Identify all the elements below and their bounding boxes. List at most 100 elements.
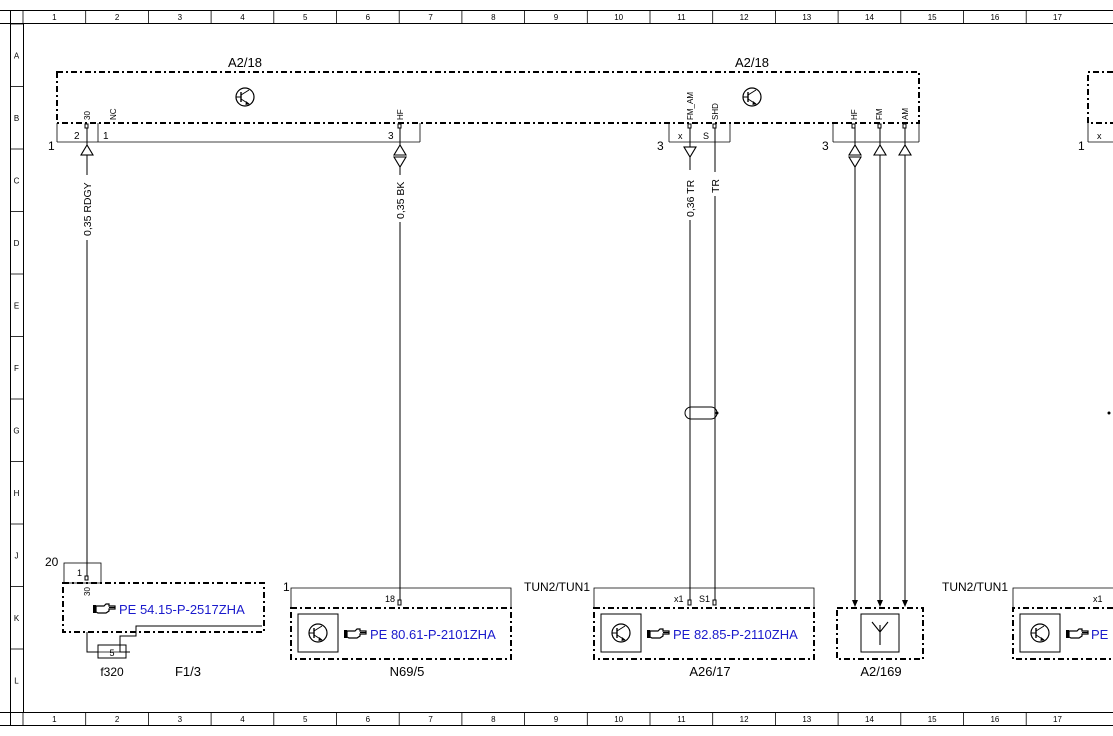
- column-label: 15: [928, 715, 937, 724]
- column-label: 5: [303, 715, 308, 724]
- wire-label-w2: 0,35 BK: [395, 182, 407, 219]
- pin-label-fm-am: FM_AM: [686, 92, 695, 120]
- shield-dot: [715, 411, 719, 415]
- module-a2-18-continued: 1 x: [1078, 71, 1113, 153]
- row-label: E: [14, 301, 19, 310]
- connector-number: 20: [45, 555, 59, 569]
- column-label: 10: [614, 13, 623, 22]
- column-label: 2: [115, 13, 120, 22]
- connector-number: 3: [822, 139, 829, 153]
- column-label: 17: [1053, 13, 1062, 22]
- drawing-frame: [0, 10, 1113, 726]
- pin-number: 1: [103, 131, 109, 142]
- connector-symbols: [80, 143, 912, 169]
- hand-pointer-icon: [92, 603, 116, 614]
- pin-number: 3: [388, 131, 394, 142]
- column-label: 1: [52, 13, 57, 22]
- connector-number: 1: [1078, 139, 1085, 153]
- pin-label-nc: NC: [109, 108, 118, 120]
- junction-dot: [1107, 411, 1111, 415]
- wire-label-w1: 0,35 RDGY: [82, 182, 94, 236]
- service-link[interactable]: PE 54.15-P-2517ZHA: [119, 602, 245, 617]
- column-label: 9: [554, 13, 559, 22]
- column-label: 11: [677, 13, 686, 22]
- row-label: K: [14, 614, 20, 623]
- component-next-tuner: TUN2/TUN1 x1 PE: [942, 580, 1113, 660]
- tuner-label: TUN2/TUN1: [942, 580, 1008, 594]
- pin-label-30: 30: [83, 111, 92, 120]
- column-label: 12: [740, 13, 749, 22]
- pin-stubs: [84, 123, 907, 129]
- service-link[interactable]: PE 82.85-P-2110ZHA: [673, 627, 798, 642]
- component-label: A2/169: [860, 664, 901, 679]
- hand-pointer-icon: [1065, 628, 1089, 639]
- transistor-icon: [308, 623, 328, 643]
- wire-label-w4: TR: [710, 179, 722, 193]
- pin-label-s1: S1: [699, 594, 710, 604]
- column-label: 5: [303, 13, 308, 22]
- wire-arrows: [852, 600, 908, 607]
- column-label: 6: [366, 715, 371, 724]
- component-n69-5: 1 18 PE 80.61-P-2101ZHA N69/5: [283, 580, 512, 679]
- hand-pointer-icon: [343, 628, 367, 639]
- component-label: N69/5: [390, 664, 425, 679]
- module-a2-18: A2/18 A2/18 1 2 1 30 NC 3 HF 3 x S FM_AM…: [48, 55, 920, 153]
- module-label-left: A2/18: [228, 55, 262, 70]
- component-label: A26/17: [689, 664, 730, 679]
- pin-label-hf: HF: [396, 109, 405, 120]
- column-label: 16: [990, 715, 999, 724]
- column-label: 3: [178, 715, 183, 724]
- column-label: 8: [491, 715, 496, 724]
- column-label: 3: [178, 13, 183, 22]
- transistor-icon: [611, 623, 631, 643]
- service-link[interactable]: PE: [1091, 627, 1109, 642]
- row-label: H: [14, 489, 20, 498]
- column-label: 4: [240, 715, 245, 724]
- tuner-label: TUN2/TUN1: [524, 580, 590, 594]
- antenna-icon: [871, 621, 889, 645]
- connector-number: 1: [283, 580, 290, 594]
- row-label: A: [14, 51, 20, 60]
- column-label: 8: [491, 13, 496, 22]
- column-label: 4: [240, 13, 245, 22]
- column-label: 13: [802, 715, 811, 724]
- service-link[interactable]: PE 80.61-P-2101ZHA: [370, 627, 496, 642]
- transistor-icon: [742, 87, 762, 107]
- column-label: 15: [928, 13, 937, 22]
- column-label: 16: [990, 13, 999, 22]
- component-a2-169: A2/169: [836, 607, 924, 679]
- transistor-icon: [235, 87, 255, 107]
- component-a26-17: TUN2/TUN1 x1 S1 PE 82.85-P-2110ZHA A26/1…: [524, 580, 815, 679]
- column-label: 6: [366, 13, 371, 22]
- fuse-value: 5: [109, 648, 114, 658]
- component-label: F1/3: [175, 664, 201, 679]
- column-label: 14: [865, 13, 874, 22]
- column-label: 13: [802, 13, 811, 22]
- pin-label-30: 30: [83, 587, 92, 596]
- pin-number: 2: [74, 131, 80, 142]
- pin-letter: x: [1097, 131, 1102, 141]
- column-label: 10: [614, 715, 623, 724]
- column-label: 9: [554, 715, 559, 724]
- connector-number: 1: [48, 139, 55, 153]
- fuse-label: f320: [100, 665, 124, 679]
- pin-number: 18: [385, 594, 395, 604]
- connector-number: 3: [657, 139, 664, 153]
- pin-label-am: AM: [901, 108, 910, 120]
- wire-label-w3: 0,36 TR: [685, 179, 697, 217]
- column-label: 14: [865, 715, 874, 724]
- pin-label-shd: SHD: [711, 103, 720, 120]
- row-label: J: [15, 551, 19, 560]
- pin-letter: S: [703, 131, 709, 141]
- column-label: 2: [115, 715, 120, 724]
- column-label: 7: [428, 715, 433, 724]
- pin-label-fm: FM: [875, 108, 884, 120]
- module-label-right: A2/18: [735, 55, 769, 70]
- wire-lines: [86, 128, 906, 606]
- row-label: D: [14, 239, 20, 248]
- pin-number: 1: [77, 568, 82, 578]
- column-label: 17: [1053, 715, 1062, 724]
- pin-letter: x: [678, 131, 683, 141]
